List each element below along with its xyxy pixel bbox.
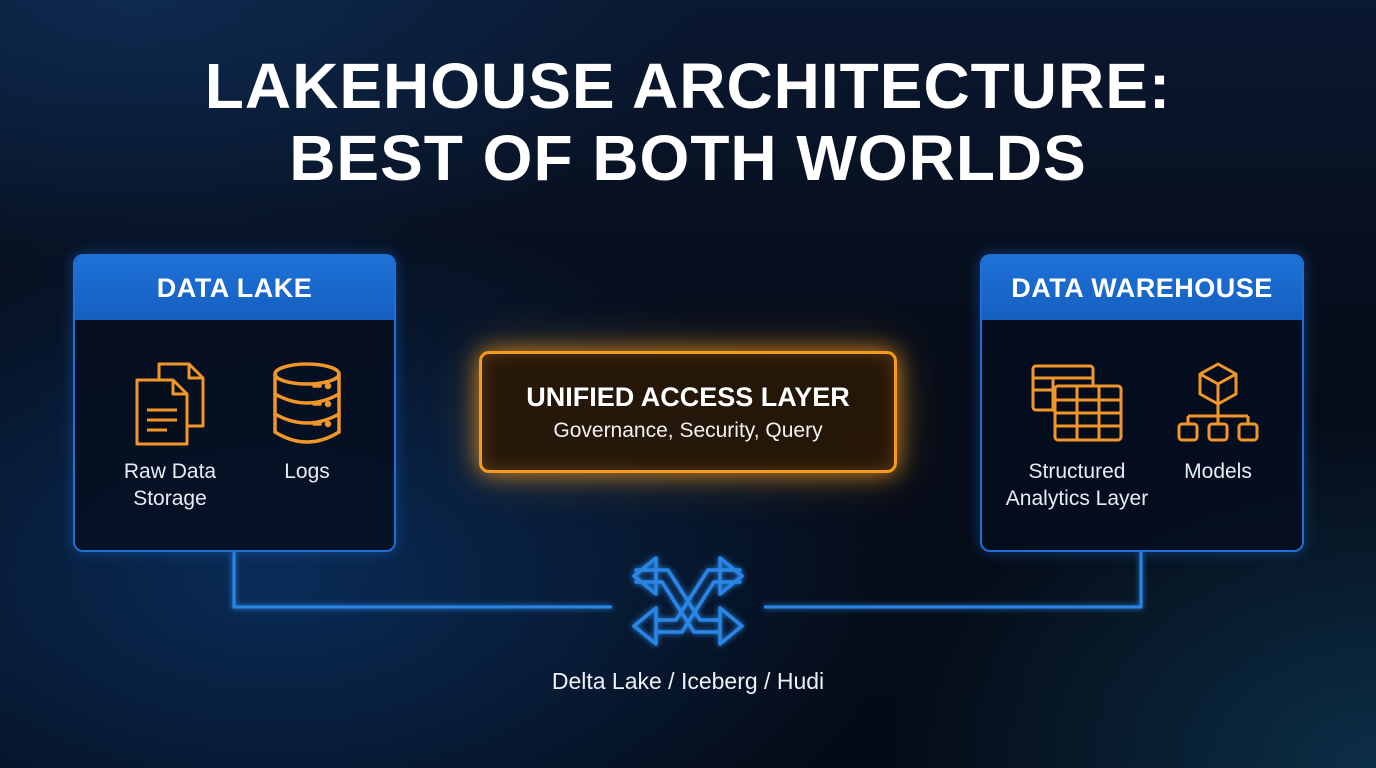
- shuffle-arrows-icon: [632, 556, 744, 646]
- unified-access-layer-box: UNIFIED ACCESS LAYER Governance, Securit…: [479, 351, 897, 473]
- table-formats-label: Delta Lake / Iceberg / Hudi: [551, 668, 825, 694]
- lake-to-formats-line: [232, 552, 612, 609]
- logs-label: Logs: [284, 460, 330, 483]
- unified-access-layer-title: UNIFIED ACCESS LAYER: [526, 382, 850, 412]
- unified-access-layer-subtitle: Governance, Security, Query: [553, 419, 823, 442]
- models-label: Models: [1184, 460, 1252, 483]
- data-lake-header: DATA LAKE: [75, 256, 394, 320]
- tables-icon: [1031, 364, 1123, 442]
- models-item: Models: [1162, 360, 1274, 485]
- logs-item: Logs: [245, 360, 369, 485]
- hierarchy-icon: [1177, 362, 1259, 442]
- title-line-2: BEST OF BOTH WORLDS: [289, 122, 1087, 194]
- structured-label-line2: Analytics Layer: [1005, 487, 1149, 510]
- data-warehouse-header: DATA WAREHOUSE: [982, 256, 1302, 320]
- documents-icon: [135, 362, 205, 446]
- raw-data-storage-item: Raw Data Storage: [105, 360, 235, 512]
- title-line-1: LAKEHOUSE ARCHITECTURE:: [204, 50, 1172, 122]
- structured-analytics-item: Structured Analytics Layer: [992, 360, 1162, 512]
- raw-data-label-line2: Storage: [133, 487, 207, 510]
- database-icon: [273, 362, 341, 444]
- diagram-title: LAKEHOUSE ARCHITECTURE: BEST OF BOTH WOR…: [0, 50, 1376, 194]
- structured-label-line1: Structured: [1028, 460, 1126, 483]
- warehouse-to-formats-line: [764, 552, 1143, 609]
- raw-data-label-line1: Raw Data: [123, 460, 217, 483]
- data-warehouse-panel: DATA WAREHOUSE Structured Analytics Laye…: [980, 254, 1304, 552]
- data-lake-panel: DATA LAKE Raw Data Storage: [73, 254, 396, 552]
